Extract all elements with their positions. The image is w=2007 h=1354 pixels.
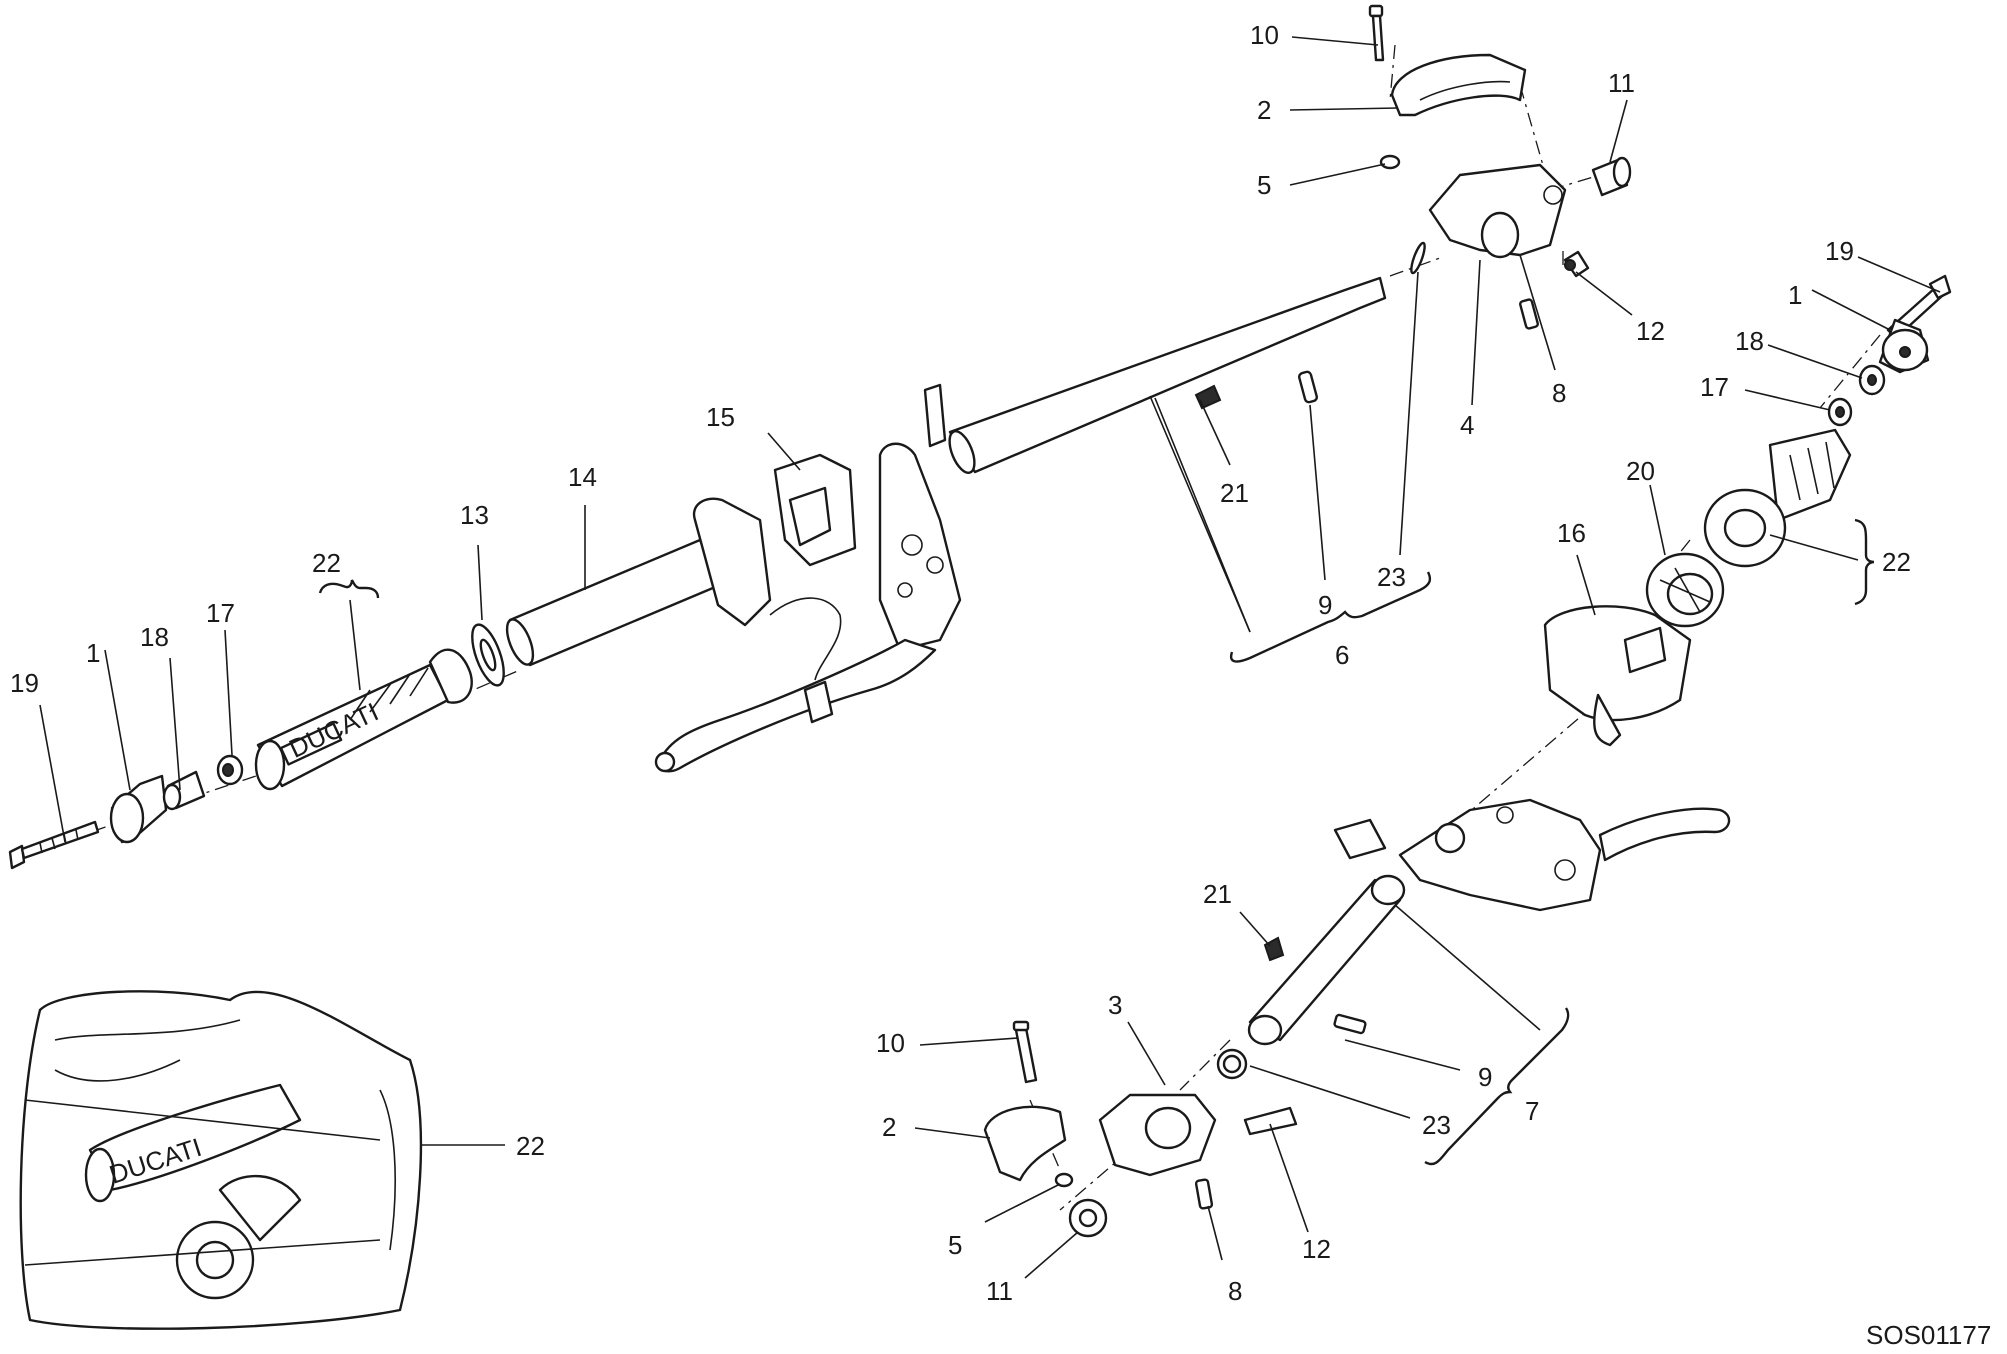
insert-17-left bbox=[216, 754, 244, 786]
callout-18-right: 18 bbox=[1735, 326, 1764, 356]
callout-21-bottom: 21 bbox=[1203, 879, 1232, 909]
clamp-2-top bbox=[1390, 53, 1527, 117]
callout-23-top: 23 bbox=[1377, 562, 1406, 592]
washer-5-top bbox=[1379, 154, 1401, 170]
callout-17-right: 17 bbox=[1700, 372, 1729, 402]
callout-1-right: 1 bbox=[1788, 280, 1802, 310]
callout-11-top: 11 bbox=[1608, 68, 1635, 98]
grip-22-right bbox=[1703, 428, 1852, 568]
callout-4: 4 bbox=[1460, 410, 1474, 440]
pin-9-top bbox=[1298, 370, 1318, 404]
callout-2-top: 2 bbox=[1257, 95, 1271, 125]
washer-13 bbox=[471, 623, 505, 687]
callout-8-bottom: 8 bbox=[1228, 1276, 1242, 1306]
braces bbox=[318, 518, 1875, 1166]
bushing-18-right bbox=[1858, 364, 1886, 396]
callout-19-right: 19 bbox=[1825, 236, 1854, 266]
callout-16: 16 bbox=[1557, 518, 1586, 548]
callout-10-top: 10 bbox=[1250, 20, 1279, 50]
pin-9-bottom bbox=[1333, 1013, 1367, 1035]
callout-22-inset: 22 bbox=[516, 1131, 545, 1161]
callout-6: 6 bbox=[1335, 640, 1349, 670]
callout-9-top: 9 bbox=[1318, 590, 1332, 620]
callout-20: 20 bbox=[1626, 456, 1655, 486]
callout-12-top: 12 bbox=[1636, 316, 1665, 346]
clutch-lever-assembly bbox=[654, 383, 962, 773]
callout-5-bottom: 5 bbox=[948, 1230, 962, 1260]
callout-labels: 10 2 5 11 12 8 4 19 1 18 17 20 16 22 21 … bbox=[10, 20, 1911, 1306]
callout-9-bottom: 9 bbox=[1478, 1062, 1492, 1092]
callout-2-bottom: 2 bbox=[882, 1112, 896, 1142]
left-assembly: DUCATI bbox=[8, 276, 1387, 870]
callout-17-left: 17 bbox=[206, 598, 235, 628]
callout-18-left: 18 bbox=[140, 622, 169, 652]
callout-13: 13 bbox=[460, 500, 489, 530]
throttle-switch-16 bbox=[1543, 605, 1692, 747]
pin-8-bottom bbox=[1194, 1178, 1214, 1210]
pin-8-top bbox=[1519, 298, 1539, 330]
callout-5-top: 5 bbox=[1257, 170, 1271, 200]
callout-14: 14 bbox=[568, 462, 597, 492]
callout-15: 15 bbox=[706, 402, 735, 432]
ring-23-top bbox=[1410, 241, 1426, 275]
screw-10-bottom bbox=[1012, 1020, 1038, 1084]
bushing-11-bottom bbox=[1068, 1198, 1108, 1238]
callout-11-bottom: 11 bbox=[986, 1276, 1013, 1306]
ring-23-bottom bbox=[1216, 1048, 1248, 1080]
callout-10-bottom: 10 bbox=[876, 1028, 905, 1058]
bushing-18-left bbox=[162, 770, 206, 811]
bar-end-weight-1-right bbox=[1878, 318, 1930, 374]
brake-master-cylinder bbox=[1333, 798, 1731, 912]
leader-lines bbox=[39, 36, 1941, 1279]
bottom-clamp-assembly bbox=[983, 936, 1367, 1238]
screw-12-bottom bbox=[1243, 1106, 1298, 1136]
clip-21-bottom bbox=[1263, 936, 1285, 962]
grip-kit-inset: DUCATI bbox=[19, 990, 423, 1330]
callout-23-bottom: 23 bbox=[1422, 1110, 1451, 1140]
callout-22-left: 22 bbox=[312, 548, 341, 578]
callout-8-top: 8 bbox=[1552, 378, 1566, 408]
diagram-code: SOS01177 bbox=[1866, 1320, 1991, 1350]
washer-5-bottom bbox=[1054, 1172, 1074, 1188]
callout-21-top: 21 bbox=[1220, 478, 1249, 508]
clamp-2-bottom bbox=[983, 1105, 1067, 1182]
callout-12-bottom: 12 bbox=[1302, 1234, 1331, 1264]
clip-21-top bbox=[1194, 384, 1222, 410]
clamp-base-4 bbox=[1428, 163, 1567, 259]
screw-10-top bbox=[1368, 4, 1385, 62]
callout-1-left: 1 bbox=[86, 638, 100, 668]
ring-20 bbox=[1645, 552, 1725, 628]
handlebar-tube-7 bbox=[1247, 874, 1406, 1046]
callout-3: 3 bbox=[1108, 990, 1122, 1020]
clamp-base-3 bbox=[1098, 1093, 1217, 1177]
bolt-19-left bbox=[8, 820, 100, 870]
screw-12-top bbox=[1563, 250, 1590, 278]
right-end-parts bbox=[1247, 274, 1952, 1046]
bushing-11-top bbox=[1591, 156, 1632, 197]
callout-22-right: 22 bbox=[1882, 547, 1911, 577]
clutch-switch-body bbox=[692, 453, 857, 627]
bar-end-weight-1-left bbox=[109, 774, 168, 844]
callout-19-left: 19 bbox=[10, 668, 39, 698]
insert-17-right bbox=[1827, 397, 1853, 427]
top-clamp-assembly bbox=[1368, 4, 1632, 330]
handlebar-tube-6 bbox=[505, 276, 1387, 667]
callout-7: 7 bbox=[1525, 1096, 1539, 1126]
grip-22-left: DUCATI bbox=[254, 648, 473, 791]
